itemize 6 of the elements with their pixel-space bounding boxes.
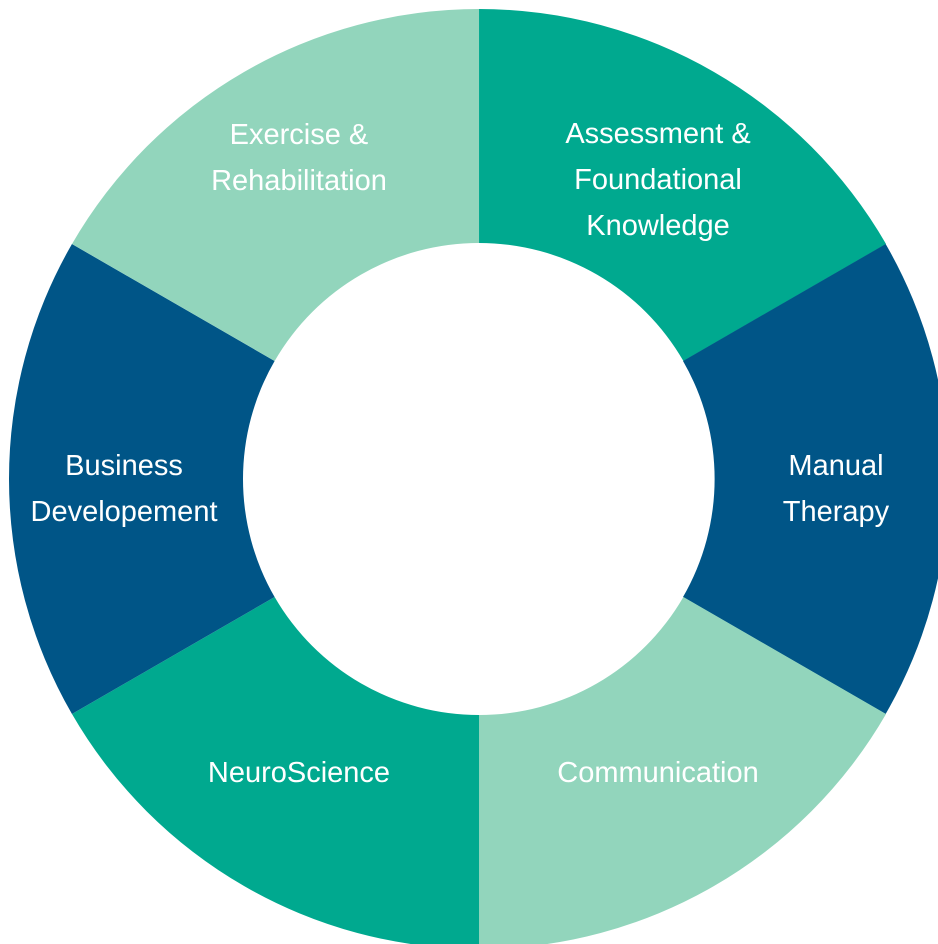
segment-label: NeuroScience	[206, 756, 392, 791]
segment-label: Manual Therapy	[782, 449, 890, 530]
segment-label: Assessment & Foundational Knowledge	[564, 117, 752, 244]
segment-label: Exercise & Rehabilitation	[210, 118, 388, 199]
segment-label: Business Developement	[30, 449, 218, 530]
segment-label: Communication	[556, 756, 760, 791]
